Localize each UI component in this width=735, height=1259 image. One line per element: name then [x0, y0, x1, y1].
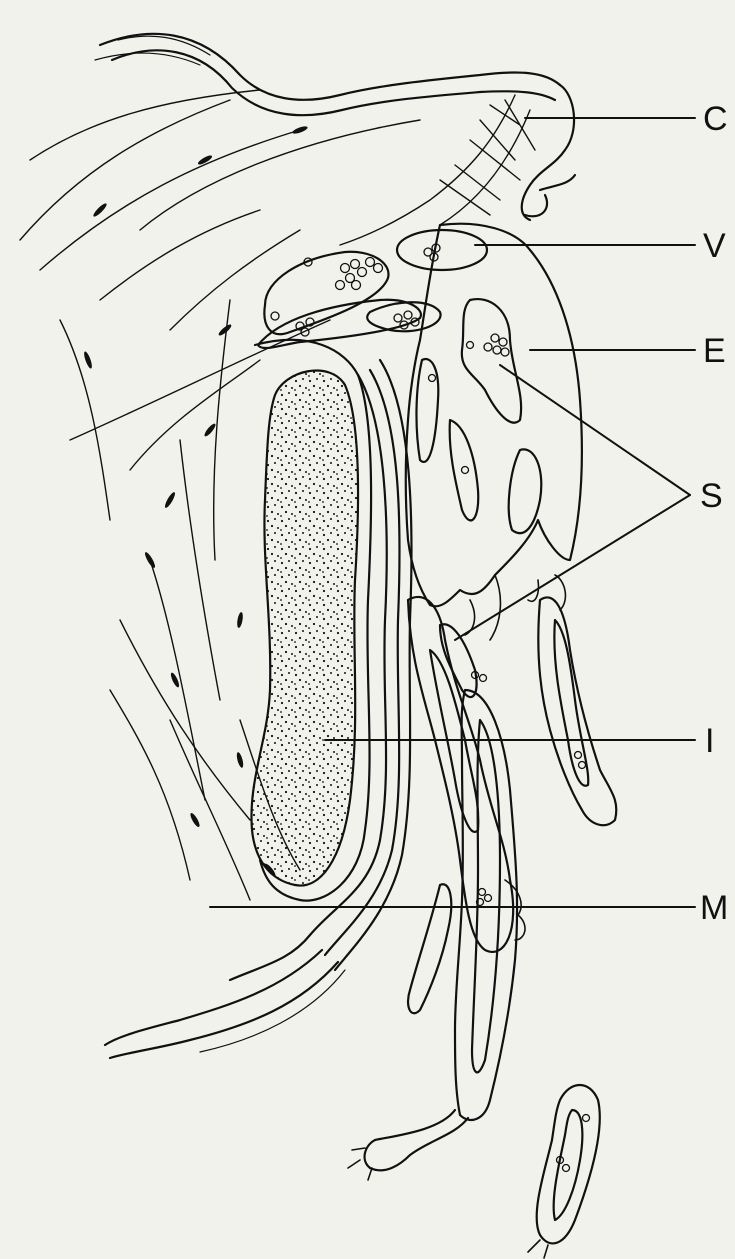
label-i: I	[705, 724, 714, 758]
label-s: S	[700, 479, 723, 513]
label-m: M	[700, 891, 728, 925]
capsule-membrane-top	[95, 34, 560, 115]
leader-s-lower	[455, 495, 690, 640]
label-e: E	[703, 334, 726, 368]
stippled-mass-i	[230, 340, 412, 980]
epithelial-fragments	[408, 884, 600, 1258]
epithelial-cords-s	[348, 597, 525, 1180]
connective-tissue-c	[340, 85, 575, 245]
capsule-membrane-bottom	[105, 950, 345, 1058]
blood-vessels-v	[258, 230, 487, 348]
loose-connective-fibers	[20, 90, 420, 900]
leader-s-upper	[500, 365, 690, 495]
label-v: V	[703, 229, 726, 263]
epithelial-lobe-right	[538, 597, 616, 825]
label-c: C	[703, 102, 728, 136]
